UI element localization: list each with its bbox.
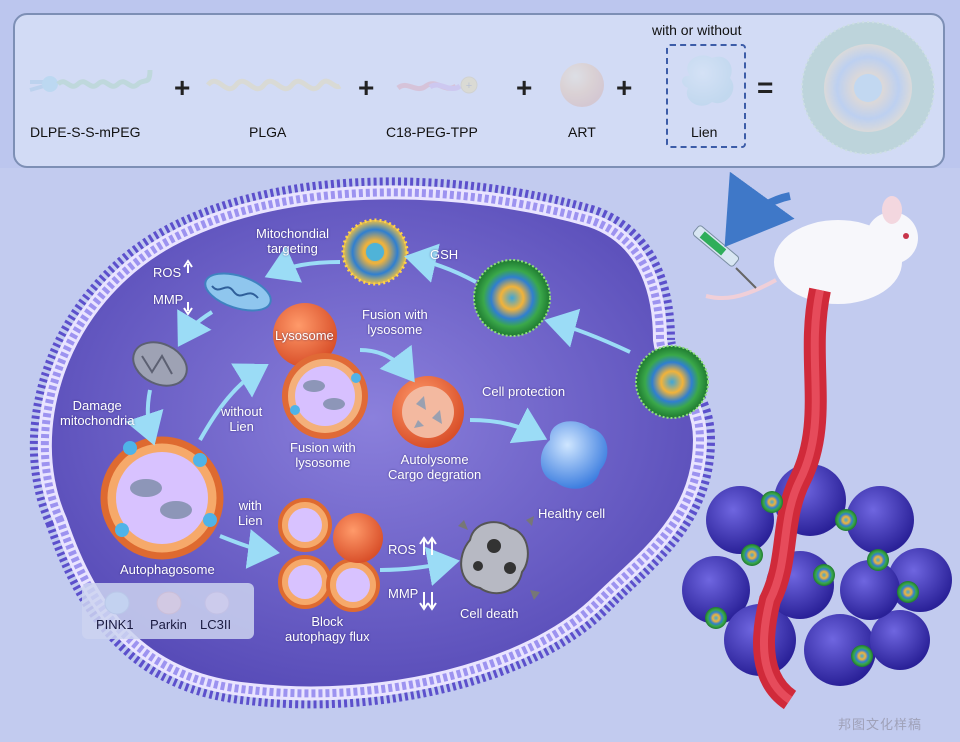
label-autophagosome: Autophagosome <box>120 562 215 577</box>
components-panel <box>13 13 945 168</box>
label-lien: Lien <box>691 124 717 140</box>
label-with-or-without: with or without <box>652 22 741 38</box>
legend-lc3ii: LC3II <box>200 617 231 632</box>
label-gsh: GSH <box>430 247 458 262</box>
autolysosome-top-icon <box>285 356 365 436</box>
label-art: ART <box>568 124 596 140</box>
nanoparticle-outer-icon <box>636 346 708 418</box>
equals-sign: = <box>757 72 773 104</box>
legend-parkin: Parkin <box>150 617 187 632</box>
plus-sign-2: + <box>358 72 374 104</box>
nanoparticle-gsh-icon <box>343 220 407 284</box>
plus-sign-1: + <box>174 72 190 104</box>
label-dlpe: DLPE-S-S-mPEG <box>30 124 140 140</box>
label-healthy-cell: Healthy cell <box>538 506 605 521</box>
label-mmp-top: MMP <box>153 292 183 307</box>
label-ros-bottom: ROS <box>388 542 416 557</box>
label-lysosome: Lysosome <box>275 328 334 343</box>
label-mmp-bottom: MMP <box>388 586 418 601</box>
nanoparticle-cell-icon <box>474 260 550 336</box>
label-c18: C18-PEG-TPP <box>386 124 478 140</box>
watermark: 邦图文化样稿 <box>838 714 922 733</box>
label-plga: PLGA <box>249 124 286 140</box>
autophagosome-icon <box>104 440 220 556</box>
label-ros-top: ROS <box>153 265 181 280</box>
autolysosome-degradation-icon <box>392 376 464 448</box>
legend-pink1: PINK1 <box>96 617 134 632</box>
label-cell-protection: Cell protection <box>482 384 565 399</box>
plus-sign-3: + <box>516 72 532 104</box>
plus-sign-4: + <box>616 72 632 104</box>
label-cell-death: Cell death <box>460 606 519 621</box>
